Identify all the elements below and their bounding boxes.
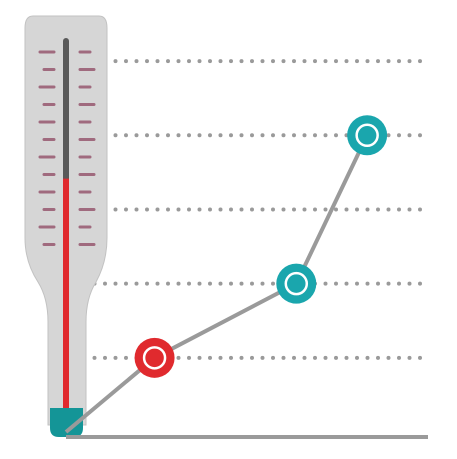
data-point-teal	[347, 115, 388, 156]
data-point-disc	[276, 263, 317, 304]
data-point-teal	[276, 263, 317, 304]
data-point-disc	[134, 337, 175, 378]
thermometer-bulb	[50, 408, 83, 437]
data-point-ring	[142, 346, 167, 370]
thermometer-mercury	[63, 178, 69, 418]
data-point-disc	[347, 115, 388, 156]
data-point-red	[134, 337, 175, 378]
thermometer	[24, 15, 108, 437]
data-point-ring	[355, 123, 379, 148]
line-series	[64, 115, 388, 434]
data-point-ring	[284, 271, 309, 296]
series-line	[64, 134, 369, 434]
thermometer-tick-marks	[38, 50, 96, 246]
